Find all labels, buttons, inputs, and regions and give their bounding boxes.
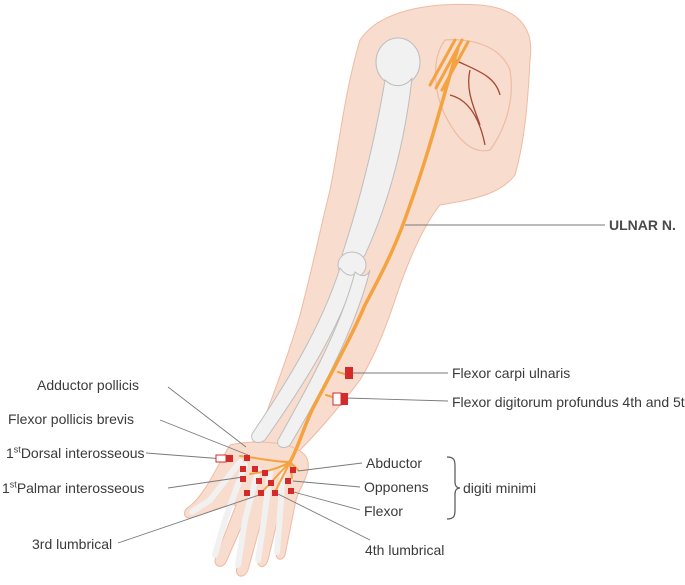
palmar-interosseous-number: 1 <box>2 480 10 496</box>
adductor-pollicis-label: Adductor pollicis <box>37 377 139 393</box>
ulnar-nerve-label: ULNAR N. <box>609 217 676 233</box>
marker-flexor-pollicis-brevis <box>240 466 246 472</box>
marker-flexor-digitorum-red <box>341 393 348 405</box>
marker-third-lumbrical <box>258 490 264 496</box>
marker-hand <box>256 478 262 484</box>
marker-hand <box>252 466 258 472</box>
leader-flexor-digitorum <box>346 398 448 401</box>
leader-dorsal-interosseous <box>146 453 224 459</box>
leader-adductor-pollicis <box>168 387 246 447</box>
marker-hand <box>262 470 268 476</box>
marker-opponens <box>285 478 291 484</box>
marker-flexor-carpi-ulnaris <box>345 367 353 379</box>
palmar-interosseous-ordinal: st <box>10 479 17 489</box>
digiti-minimi-label: digiti minimi <box>463 480 536 496</box>
marker-hand <box>244 490 250 496</box>
leader-flexor <box>290 491 360 510</box>
fourth-lumbrical-label: 4th lumbrical <box>365 542 444 558</box>
humeral-head <box>376 38 420 86</box>
flexor-pollicis-brevis-label: Flexor pollicis brevis <box>8 411 134 427</box>
marker-dorsal-interosseous-red <box>226 455 233 462</box>
marker-dorsal-interosseous-white <box>216 455 226 462</box>
dorsal-interosseous-number: 1 <box>6 445 14 461</box>
abductor-label: Abductor <box>366 455 422 471</box>
marker-hand <box>268 480 274 486</box>
dorsal-interosseous-ordinal: st <box>14 444 21 454</box>
dorsal-interosseous-label: 1stDorsal interosseous <box>6 445 145 461</box>
marker-adductor-pollicis <box>244 455 250 461</box>
digiti-minimi-brace <box>447 457 460 519</box>
marker-palmar-interosseous <box>240 476 246 482</box>
marker-fourth-lumbrical <box>272 490 278 496</box>
marker-abductor <box>290 467 296 473</box>
third-lumbrical-label: 3rd lumbrical <box>32 536 112 552</box>
flexor-carpi-ulnaris-label: Flexor carpi ulnaris <box>452 365 570 381</box>
flexor-label: Flexor <box>364 503 403 519</box>
palmar-interosseous-text: Palmar interosseous <box>17 480 145 496</box>
palmar-interosseous-label: 1stPalmar interosseous <box>2 480 144 496</box>
leader-flexor-pollicis-brevis <box>160 420 248 455</box>
flexor-digitorum-profundus-label: Flexor digitorum profundus 4th and 5th <box>452 394 685 410</box>
marker-flexor-dm <box>288 488 294 494</box>
dorsal-interosseous-text: Dorsal interosseous <box>21 445 145 461</box>
opponens-label: Opponens <box>364 479 429 495</box>
marker-flexor-digitorum-white <box>333 393 341 405</box>
